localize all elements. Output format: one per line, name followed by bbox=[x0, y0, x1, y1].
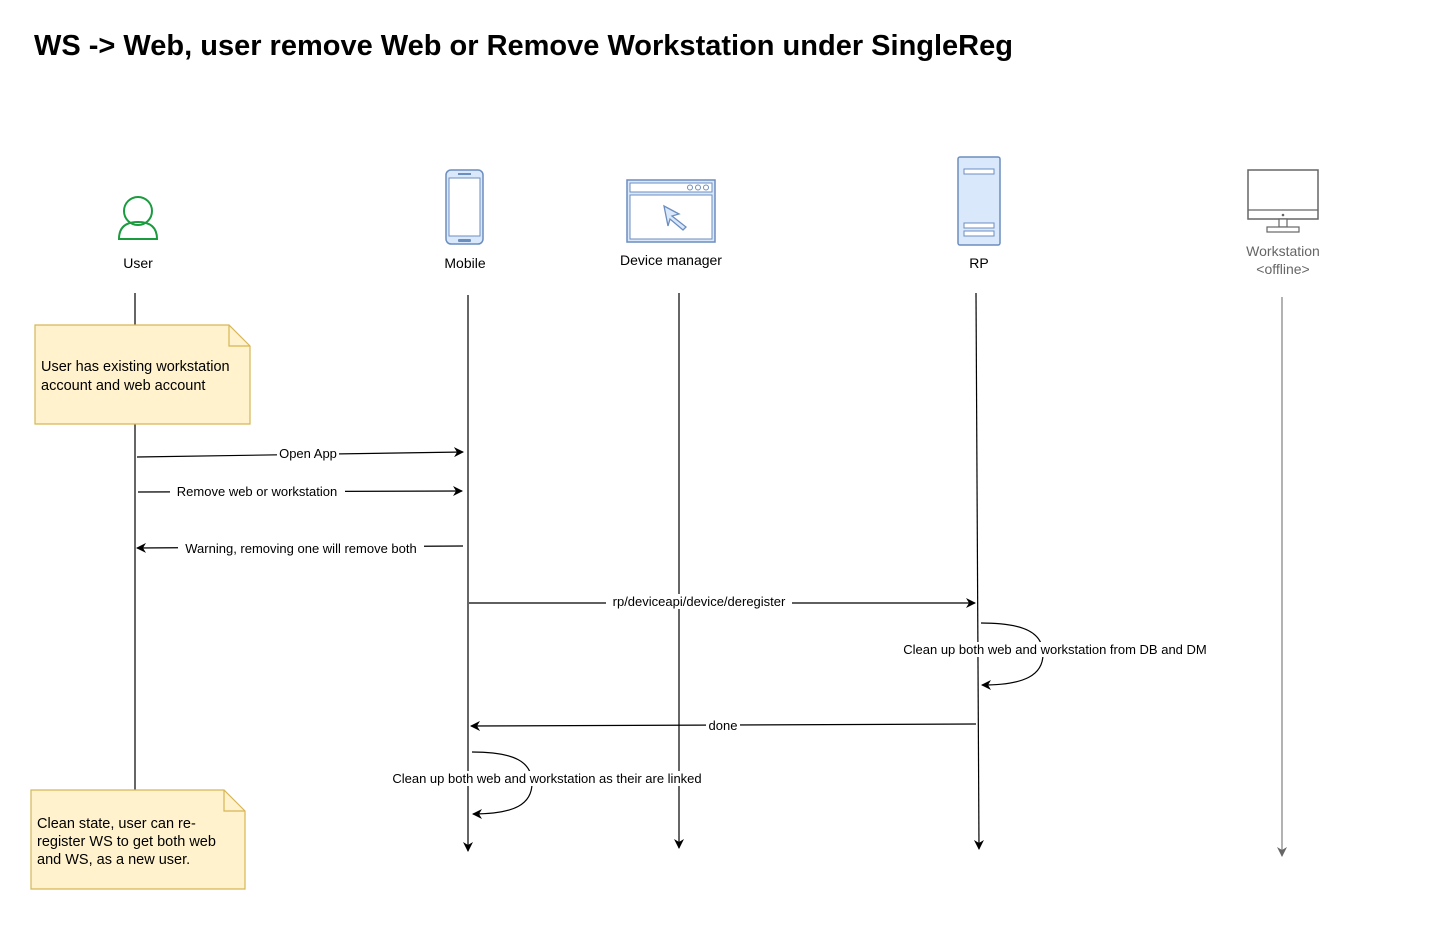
user-icon bbox=[117, 196, 159, 240]
participant-label-mobile: Mobile bbox=[444, 255, 485, 271]
participant-label-device-manager: Device manager bbox=[620, 252, 722, 268]
note-existing-accounts: User has existing workstation account an… bbox=[34, 324, 251, 425]
browser-window-icon bbox=[626, 179, 716, 243]
participant-label-rp: RP bbox=[969, 255, 988, 271]
participant-rp: RP bbox=[957, 156, 1001, 271]
participant-device-manager: Device manager bbox=[620, 179, 722, 268]
participant-user: User bbox=[117, 196, 159, 271]
message-label: rp/deviceapi/device/deregister bbox=[613, 594, 786, 609]
lifeline-rp bbox=[973, 292, 984, 850]
message-mobile-cleanup: Clean up both web and workstation as the… bbox=[382, 751, 712, 819]
note-line: register WS to get both web bbox=[37, 834, 216, 850]
note-line: User has existing workstation bbox=[41, 359, 230, 375]
diagram-title: WS -> Web, user remove Web or Remove Wor… bbox=[34, 30, 1013, 62]
message-label: Warning, removing one will remove both bbox=[185, 541, 416, 556]
note-line: account and web account bbox=[41, 378, 205, 394]
message-warning: Warning, removing one will remove both bbox=[136, 541, 464, 556]
participant-label-workstation: Workstation bbox=[1246, 243, 1320, 259]
server-icon bbox=[957, 156, 1001, 246]
note-line: Clean state, user can re- bbox=[37, 816, 196, 832]
message-deregister: rp/deviceapi/device/deregister bbox=[469, 594, 976, 609]
message-label: Open App bbox=[279, 446, 337, 461]
message-open-app: Open App bbox=[136, 446, 464, 461]
participant-label-user: User bbox=[123, 255, 153, 271]
message-label: done bbox=[709, 718, 738, 733]
message-label: Remove web or workstation bbox=[177, 484, 337, 499]
participant-workstation: Workstation <offline> bbox=[1246, 169, 1320, 277]
message-done: done bbox=[470, 718, 977, 733]
message-label: Clean up both web and workstation as the… bbox=[392, 771, 701, 786]
message-remove-web-or-workstation: Remove web or workstation bbox=[137, 484, 463, 499]
note-line: and WS, as a new user. bbox=[37, 852, 190, 868]
note-clean-state: Clean state, user can re- register WS to… bbox=[30, 789, 246, 890]
message-label: Clean up both web and workstation from D… bbox=[903, 642, 1207, 657]
participant-mobile: Mobile bbox=[444, 169, 486, 271]
mobile-phone-icon bbox=[445, 169, 484, 245]
monitor-icon bbox=[1247, 169, 1319, 233]
message-rp-cleanup: Clean up both web and workstation from D… bbox=[893, 622, 1218, 690]
participant-sublabel-workstation: <offline> bbox=[1256, 261, 1309, 277]
